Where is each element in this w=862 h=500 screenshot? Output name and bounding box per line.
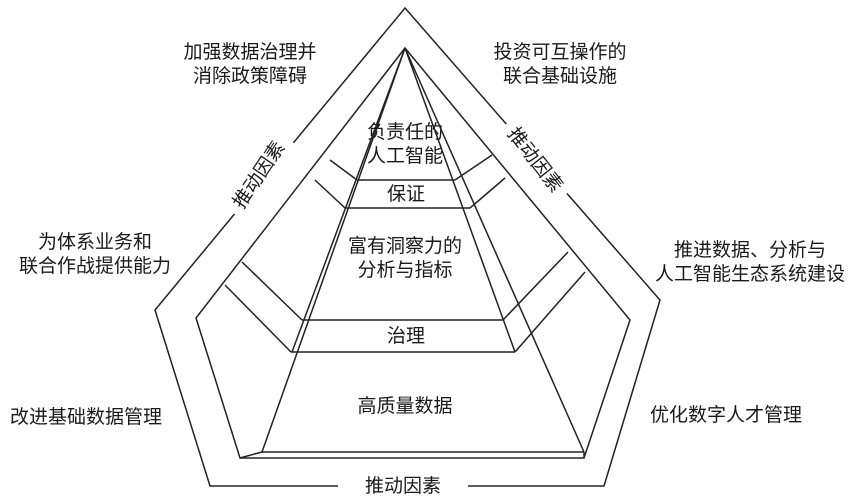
label-mid-right-line2: 人工智能生态系统建设 <box>654 263 845 285</box>
layer-assurance: 保证 <box>386 183 425 205</box>
pyramid-left-edge <box>261 47 406 453</box>
label-bottom-right-line1: 优化数字人才管理 <box>650 404 803 426</box>
label-top-right-line1: 投资可互操作的 <box>493 41 627 63</box>
inner-right-edge <box>404 47 516 353</box>
label-bottom-left-line1: 改进基础数据管理 <box>10 406 163 428</box>
layer-analytics-line2: 分析与指标 <box>357 259 453 281</box>
label-mid-right-line1: 推进数据、分析与 <box>673 239 826 261</box>
label-top-left-line2: 消除政策障碍 <box>192 65 307 87</box>
label-mid-left-line1: 为体系业务和 <box>37 231 152 253</box>
label-mid-left-line2: 联合作战提供能力 <box>18 255 171 277</box>
driver-bottom: 推动因素 <box>364 475 441 497</box>
layer-analytics: 富有洞察力的 分析与指标 <box>325 234 485 282</box>
inner-pentagon <box>195 46 631 459</box>
layer-governance: 治理 <box>386 325 425 347</box>
layer-responsible-ai-line1: 负责任的 <box>366 121 443 143</box>
layer-analytics-line1: 富有洞察力的 <box>347 235 462 257</box>
label-bottom-left: 改进基础数据管理 <box>10 405 162 429</box>
label-top-left: 加强数据治理并 消除政策障碍 <box>150 40 350 88</box>
label-bottom-right: 优化数字人才管理 <box>650 403 802 427</box>
inner-left-edge <box>291 47 406 353</box>
label-top-left-line1: 加强数据治理并 <box>183 41 317 63</box>
pyramid-right-edge <box>404 47 585 453</box>
label-mid-right: 推进数据、分析与 人工智能生态系统建设 <box>640 238 860 286</box>
label-top-right-line2: 联合基础设施 <box>502 65 617 87</box>
layer-responsible-ai-line2: 人工智能 <box>366 145 443 167</box>
layer-quality-data: 高质量数据 <box>357 395 453 417</box>
layer-responsible-ai: 负责任的 人工智能 <box>345 120 465 168</box>
label-mid-left: 为体系业务和 联合作战提供能力 <box>0 230 190 278</box>
label-top-right: 投资可互操作的 联合基础设施 <box>460 40 660 88</box>
